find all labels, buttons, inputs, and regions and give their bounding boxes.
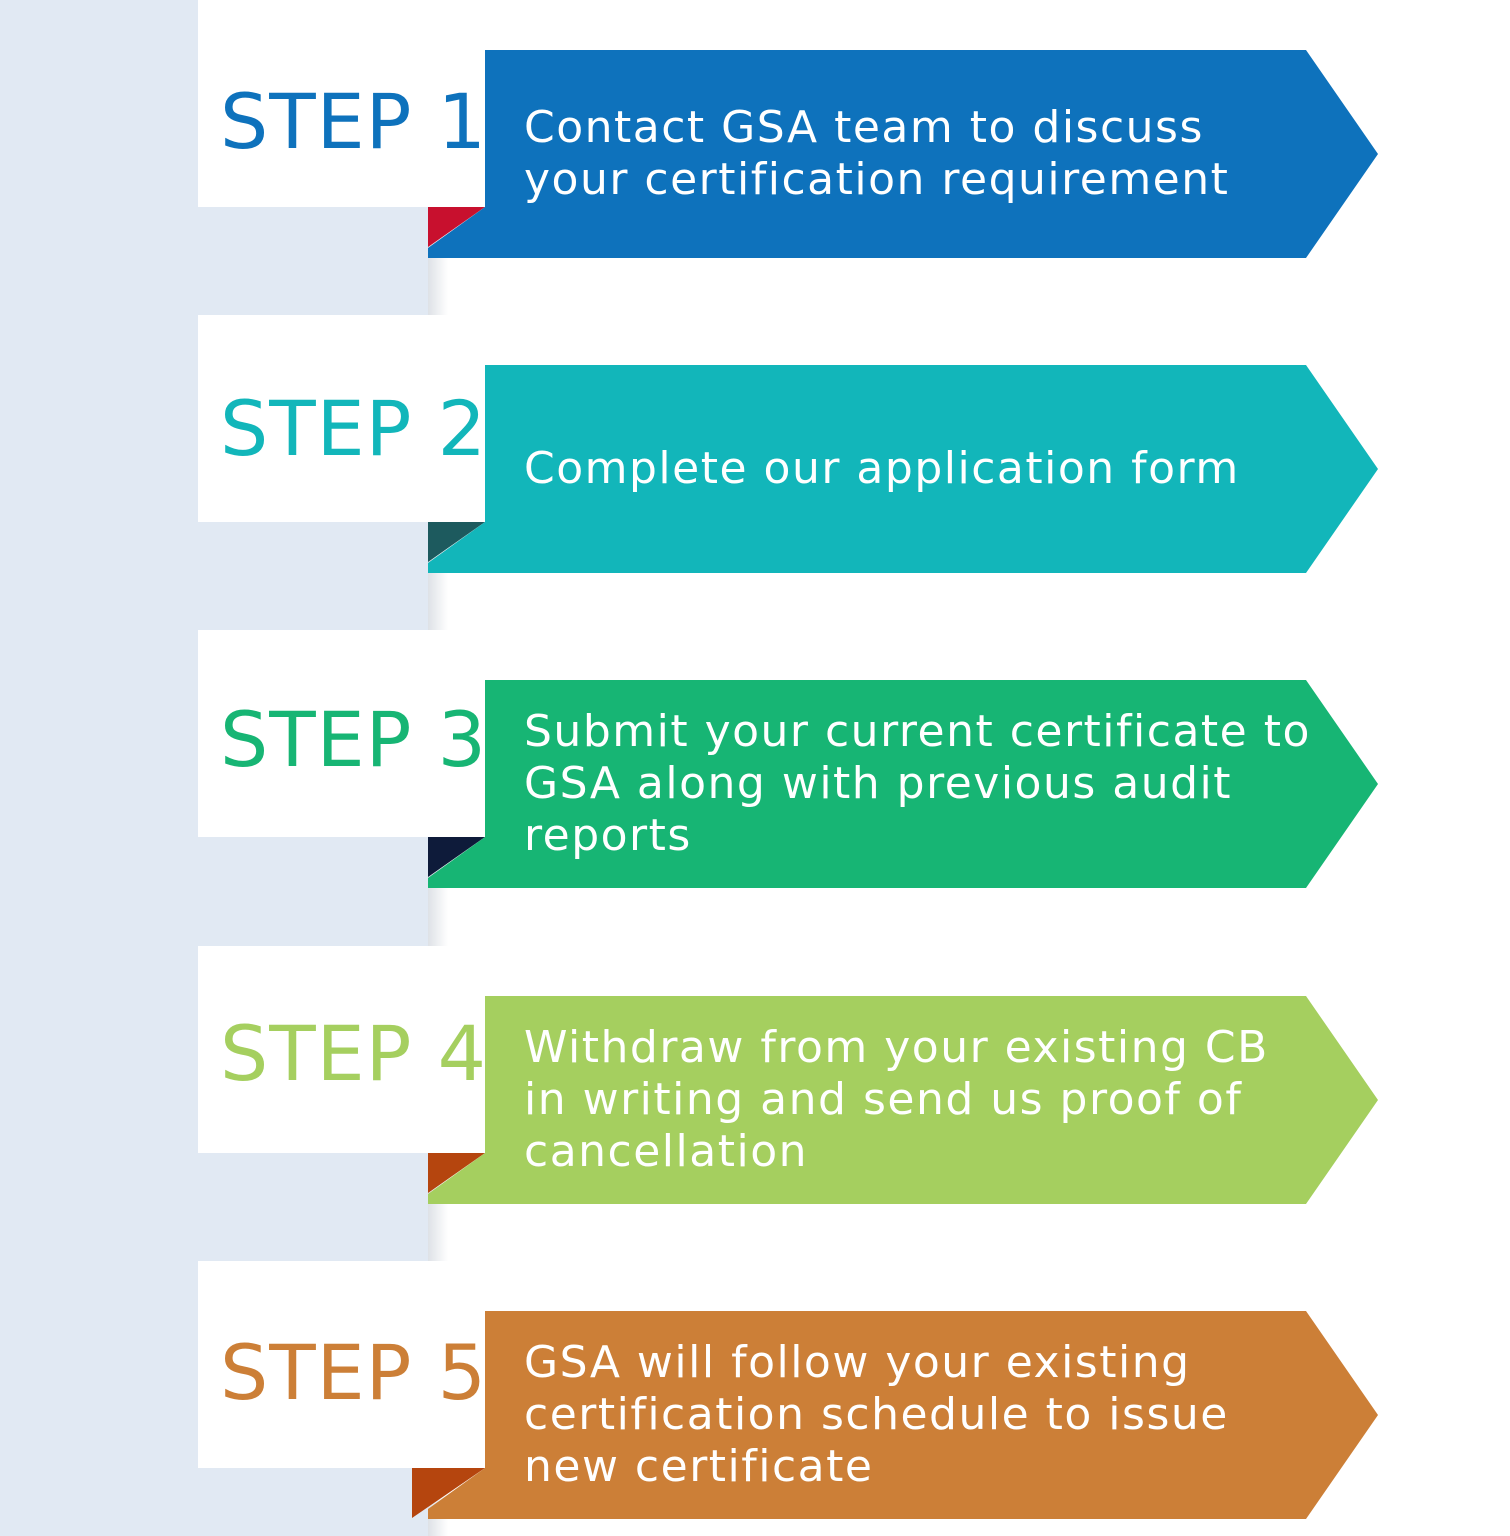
step-title: STEP 3 bbox=[220, 695, 488, 784]
step-description-text: Withdraw from your existing CB in writin… bbox=[524, 1022, 1269, 1177]
step-description-text: Contact GSA team to discuss your certifi… bbox=[524, 102, 1230, 205]
step-description: Submit your current certificate to GSA a… bbox=[524, 680, 1324, 888]
step-description: Withdraw from your existing CB in writin… bbox=[524, 996, 1324, 1204]
step-label-card bbox=[198, 0, 485, 207]
step-label-card bbox=[198, 946, 485, 1153]
step-description-text: Submit your current certificate to GSA a… bbox=[524, 706, 1311, 861]
ribbon-fold bbox=[412, 1468, 485, 1518]
step-description: Complete our application form bbox=[524, 365, 1324, 573]
left-rail bbox=[0, 0, 198, 1536]
step-arrow bbox=[428, 50, 1378, 258]
step-description: Contact GSA team to discuss your certifi… bbox=[524, 50, 1324, 258]
step-5: STEP 5 GSA will follow your existing cer… bbox=[0, 1261, 1510, 1521]
step-title: STEP 5 bbox=[220, 1328, 488, 1417]
step-arrow bbox=[428, 1311, 1378, 1519]
step-title: STEP 1 bbox=[220, 77, 488, 166]
step-1: STEP 1 Contact GSA team to discuss your … bbox=[0, 0, 1510, 260]
step-description: GSA will follow your existing certificat… bbox=[524, 1311, 1324, 1519]
step-description-text: Complete our application form bbox=[524, 443, 1240, 494]
step-arrow bbox=[428, 996, 1378, 1204]
step-title: STEP 4 bbox=[220, 1009, 488, 1098]
step-label-card bbox=[198, 630, 485, 837]
step-3: STEP 3 Submit your current certificate t… bbox=[0, 630, 1510, 890]
step-arrow bbox=[428, 680, 1378, 888]
step-label-card bbox=[198, 1261, 485, 1468]
ribbon-fold bbox=[428, 522, 485, 572]
step-4: STEP 4 Withdraw from your existing CB in… bbox=[0, 946, 1510, 1206]
step-description-text: GSA will follow your existing certificat… bbox=[524, 1337, 1229, 1492]
ribbon-fold bbox=[428, 207, 485, 257]
step-label-card bbox=[198, 315, 485, 522]
step-title: STEP 2 bbox=[220, 384, 488, 473]
ribbon-fold bbox=[428, 1153, 485, 1203]
ribbon-fold bbox=[428, 837, 485, 887]
step-arrow bbox=[428, 365, 1378, 573]
step-2: STEP 2 Complete our application form bbox=[0, 315, 1510, 575]
